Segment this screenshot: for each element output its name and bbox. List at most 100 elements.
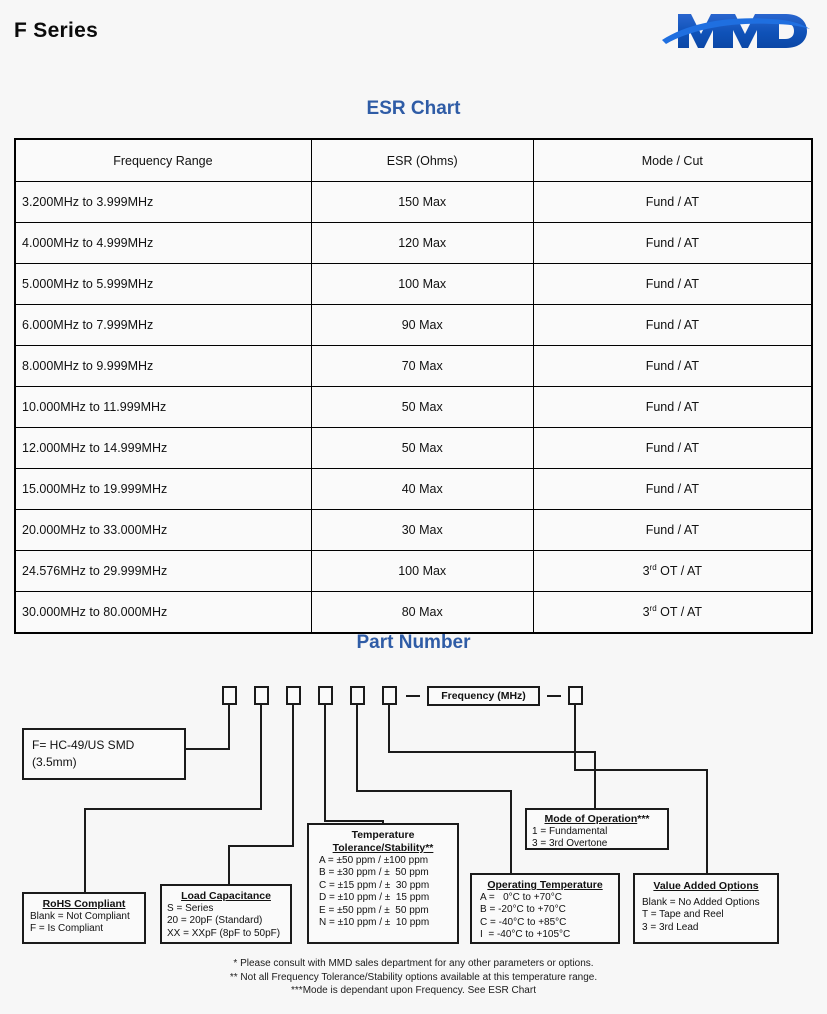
- leader-package-h: [186, 748, 230, 750]
- package-line-1: F= HC-49/US SMD: [32, 738, 135, 752]
- load-capacitance-item-3: XX = XXpF (8pF to 50pF): [167, 927, 281, 939]
- footnote-2: ** Not all Frequency Tolerance/Stability…: [229, 971, 598, 983]
- cell-r9-c3: Fund / AT: [532, 509, 813, 551]
- cell-r9-c2: 30 Max: [310, 509, 534, 551]
- leader-loadcap-v1: [292, 705, 294, 845]
- temperature-tolerance-title-1: Temperature: [351, 829, 415, 841]
- operating-temperature-item-2: B = -20°C to +70°C: [480, 904, 566, 916]
- cell-r8-c1: 15.000MHz to 19.999MHz: [14, 468, 312, 510]
- cell-r5-c1: 8.000MHz to 9.999MHz: [14, 345, 312, 387]
- leader-optemp-v1: [356, 705, 358, 790]
- cell-r2-c2: 120 Max: [310, 222, 534, 264]
- leader-rohs-v1: [260, 705, 262, 808]
- temperature-tolerance-item-2: B = ±30 ppm / ± 50 ppm: [319, 867, 429, 879]
- temperature-tolerance-box: Temperature Tolerance/Stability** A = ±5…: [307, 823, 459, 944]
- leader-loadcap-h: [228, 845, 294, 847]
- column-header-3: Mode / Cut: [532, 138, 813, 182]
- cell-r4-c2: 90 Max: [310, 304, 534, 346]
- cell-r8-c2: 40 Max: [310, 468, 534, 510]
- operating-temperature-box: Operating Temperature A = 0°C to +70°C B…: [470, 873, 620, 944]
- code-slot-5[interactable]: [350, 686, 365, 705]
- load-capacitance-item-2: 20 = 20pF (Standard): [167, 915, 263, 927]
- cell-r10-c3: 3rd OT / AT: [532, 550, 813, 592]
- cell-r8-c3: Fund / AT: [532, 468, 813, 510]
- footnote-3: ***Mode is dependant upon Frequency. See…: [291, 985, 536, 996]
- esr-chart-heading: ESR Chart: [366, 98, 461, 119]
- column-header-2: ESR (Ohms): [310, 138, 534, 182]
- cell-r6-c3: Fund / AT: [532, 386, 813, 428]
- cell-r5-c3: Fund / AT: [532, 345, 813, 387]
- cell-r7-c2: 50 Max: [310, 427, 534, 469]
- separator-dash-right: [547, 695, 561, 697]
- cell-r11-c2: 80 Max: [310, 591, 534, 634]
- cell-r1-c2: 150 Max: [310, 181, 534, 223]
- operating-temperature-item-4: I = -40°C to +105°C: [480, 929, 571, 941]
- cell-r11-c1: 30.000MHz to 80.000MHz: [14, 591, 312, 634]
- leader-optemp-h: [356, 790, 512, 792]
- cell-r2-c3: Fund / AT: [532, 222, 813, 264]
- leader-temptol-h: [324, 820, 384, 822]
- leader-temptol-v1: [324, 705, 326, 820]
- package-box: F= HC-49/US SMD (3.5mm): [22, 728, 186, 780]
- operating-temperature-title: Operating Temperature: [487, 879, 603, 891]
- code-slot-4[interactable]: [318, 686, 333, 705]
- leader-rohs-v2: [84, 808, 86, 892]
- temperature-tolerance-item-5: E = ±50 ppm / ± 50 ppm: [319, 904, 429, 916]
- code-slot-1[interactable]: [222, 686, 237, 705]
- cell-r1-c3: Fund / AT: [532, 181, 813, 223]
- cell-r7-c3: Fund / AT: [532, 427, 813, 469]
- part-number-diagram: Frequency (MHz) F= HC-49: [0, 620, 827, 1014]
- footnote-1: * Please consult with MMD sales departme…: [233, 958, 594, 969]
- cell-r10-c1: 24.576MHz to 29.999MHz: [14, 550, 312, 592]
- load-capacitance-title: Load Capacitance: [181, 890, 271, 902]
- cell-r6-c1: 10.000MHz to 11.999MHz: [14, 386, 312, 428]
- cell-r3-c3: Fund / AT: [532, 263, 813, 305]
- cell-r3-c1: 5.000MHz to 5.999MHz: [14, 263, 312, 305]
- cell-r1-c1: 3.200MHz to 3.999MHz: [14, 181, 312, 223]
- code-slot-3[interactable]: [286, 686, 301, 705]
- column-header-1: Frequency Range: [14, 138, 312, 182]
- mode-of-operation-box: Mode of Operation*** 1 = Fundamental 3 =…: [525, 808, 669, 850]
- operating-temperature-item-3: C = -40°C to +85°C: [480, 916, 567, 928]
- operating-temperature-item-1: A = 0°C to +70°C: [480, 892, 562, 903]
- cell-r11-c3: 3rd OT / AT: [532, 591, 813, 634]
- leader-optemp-v2: [510, 790, 512, 873]
- value-added-options-title: Value Added Options: [653, 880, 759, 892]
- leader-package-v: [228, 705, 230, 748]
- mmd-logo: [660, 8, 812, 56]
- rohs-box: RoHS Compliant Blank = Not Compliant F =…: [22, 892, 146, 944]
- temperature-tolerance-item-6: N = ±10 ppm / ± 10 ppm: [319, 917, 430, 929]
- temperature-tolerance-item-3: C = ±15 ppm / ± 30 ppm: [319, 879, 430, 891]
- rohs-item-2: F = Is Compliant: [30, 923, 104, 935]
- cell-r10-c2: 100 Max: [310, 550, 534, 592]
- code-slot-2[interactable]: [254, 686, 269, 705]
- cell-r7-c1: 12.000MHz to 14.999MHz: [14, 427, 312, 469]
- code-slot-7[interactable]: [568, 686, 583, 705]
- leader-rohs-h: [84, 808, 262, 810]
- load-capacitance-item-1: S = Series: [167, 903, 214, 914]
- mode-of-operation-item-1: 1 = Fundamental: [532, 826, 608, 837]
- cell-r3-c2: 100 Max: [310, 263, 534, 305]
- code-slot-6[interactable]: [382, 686, 397, 705]
- page-title: F Series: [14, 19, 99, 42]
- frequency-field[interactable]: Frequency (MHz): [427, 686, 540, 706]
- cell-r6-c2: 50 Max: [310, 386, 534, 428]
- value-added-options-box: Value Added Options Blank = No Added Opt…: [633, 873, 779, 944]
- cell-r4-c3: Fund / AT: [532, 304, 813, 346]
- mode-of-operation-title-suffix: ***: [637, 813, 650, 825]
- leader-mode-v2: [594, 751, 596, 808]
- leader-mode-h: [388, 751, 596, 753]
- mode-of-operation-item-2: 3 = 3rd Overtone: [532, 838, 608, 850]
- value-added-options-item-3: 3 = 3rd Lead: [642, 921, 699, 933]
